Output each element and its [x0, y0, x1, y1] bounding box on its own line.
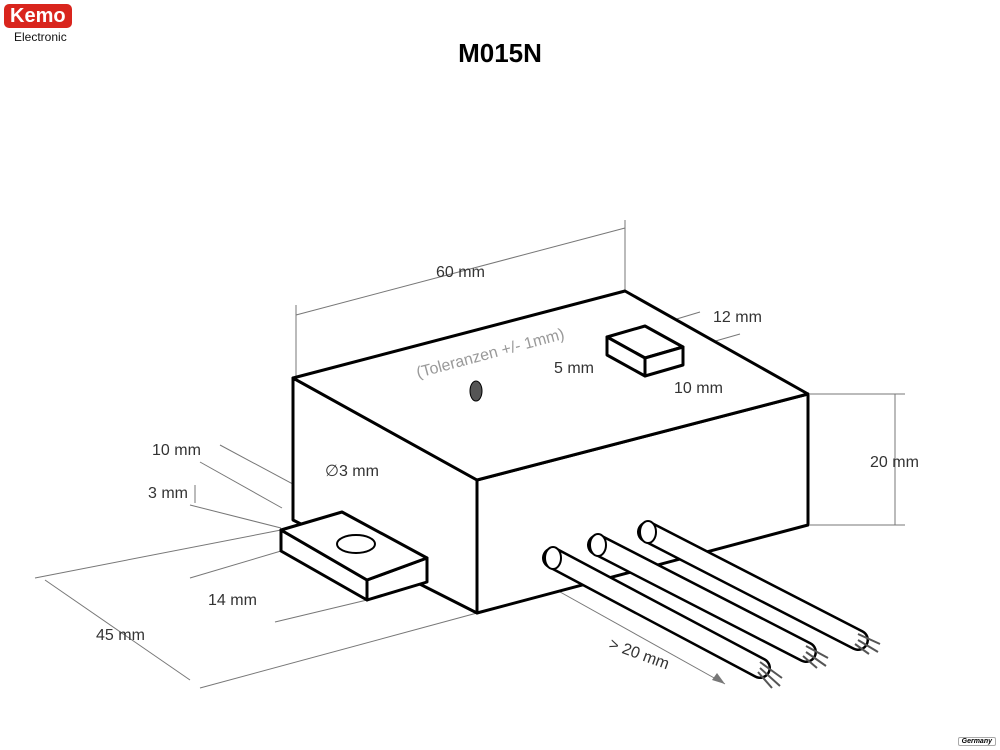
hole-label: ∅3 mm [325, 463, 379, 480]
hole-icon [336, 534, 376, 554]
depth-label: 45 mm [96, 627, 145, 644]
tab-height-label: 3 mm [148, 485, 188, 502]
switch-width-label: 12 mm [713, 309, 762, 326]
tab-depth-label: 14 mm [208, 592, 257, 609]
height-label: 20 mm [870, 454, 919, 471]
switch-depth-label: 10 mm [674, 380, 723, 397]
wires [542, 520, 881, 689]
mounting-tab [279, 510, 429, 602]
logo-sub: Electronic [14, 30, 67, 44]
switch-height-label: 5 mm [554, 360, 594, 377]
led-icon [469, 380, 483, 402]
wire-length-label: > 20 mm [607, 636, 672, 673]
length-label: 60 mm [436, 264, 485, 281]
switch [605, 324, 685, 378]
germany-badge: Germany [957, 737, 996, 746]
tab-width-label: 10 mm [152, 442, 201, 459]
logo-brand: Kemo [4, 4, 72, 28]
arrow-head [712, 673, 725, 684]
dimension-lines [34, 220, 905, 689]
page-title: M015N [458, 38, 542, 68]
